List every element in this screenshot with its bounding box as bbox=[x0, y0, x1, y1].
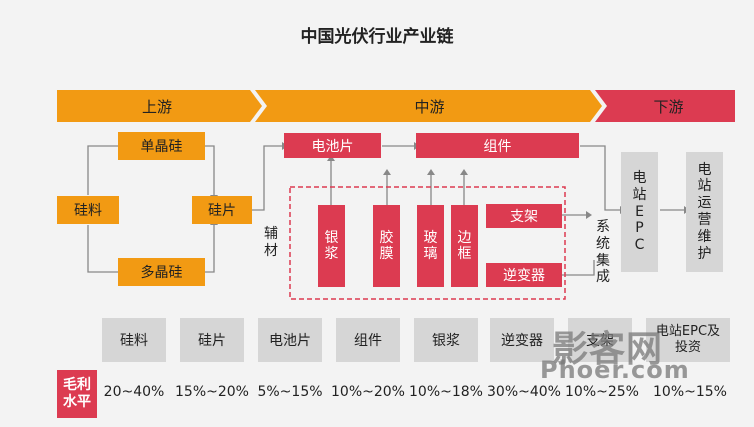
table-header-inverter: 逆变器 bbox=[490, 318, 554, 362]
box-plant-epc: 电站EPC bbox=[621, 152, 658, 272]
table-header-module: 组件 bbox=[336, 318, 400, 362]
margin-bracket: 10%~25% bbox=[565, 384, 639, 400]
box-glass: 玻璃 bbox=[417, 205, 444, 287]
watermark-bottom: Phoer.com bbox=[540, 356, 690, 384]
page-title: 中国光伏行业产业链 bbox=[300, 27, 454, 47]
label-auxiliary: 辅材 bbox=[264, 226, 278, 259]
connector-poly-wafer bbox=[205, 225, 215, 273]
upstream-chevron-shape bbox=[57, 90, 262, 122]
box-inverter: 逆变器 bbox=[486, 263, 562, 287]
arrowhead bbox=[586, 211, 592, 219]
stage-midstream-label: 中游 bbox=[414, 97, 445, 116]
connector-silicon-mono bbox=[87, 145, 118, 195]
downstream-chevron-shape bbox=[595, 90, 735, 122]
label-system-integration: 系统集成 bbox=[596, 219, 610, 286]
box-monocrystalline: 单晶硅 bbox=[118, 132, 205, 160]
margin-row-label: 毛利水平 bbox=[57, 370, 97, 418]
connector-mono-wafer bbox=[205, 145, 215, 195]
box-wafer: 硅片 bbox=[192, 196, 252, 224]
box-plant-om: 电站运营维护 bbox=[686, 152, 723, 272]
table-header-silicon: 硅料 bbox=[102, 318, 166, 362]
margin-module: 10%~20% bbox=[331, 384, 405, 400]
table-header-wafer: 硅片 bbox=[180, 318, 244, 362]
connector-silicon-poly bbox=[87, 225, 118, 273]
arrowhead bbox=[327, 155, 335, 161]
arrowhead bbox=[383, 169, 391, 175]
table-header-bracket: 支架 bbox=[568, 318, 632, 362]
table-header-cell: 电池片 bbox=[258, 318, 322, 362]
box-cell: 电池片 bbox=[284, 133, 381, 158]
arrowhead bbox=[427, 169, 435, 175]
margin-epc: 10%~15% bbox=[653, 384, 727, 400]
auxiliary-dashed-group bbox=[289, 186, 566, 300]
table-header-epc: 电站EPC及投资 bbox=[646, 318, 730, 362]
box-frame: 边框 bbox=[451, 205, 478, 287]
box-module: 组件 bbox=[416, 133, 579, 158]
stage-upstream-label: 上游 bbox=[141, 97, 172, 116]
table-header-silver: 银浆 bbox=[414, 318, 478, 362]
box-eva-film: 胶膜 bbox=[373, 205, 400, 287]
arrowhead bbox=[460, 169, 468, 175]
margin-cell: 5%~15% bbox=[257, 384, 323, 400]
box-silver-paste: 银浆 bbox=[318, 205, 345, 287]
box-polycrystalline: 多晶硅 bbox=[118, 258, 205, 286]
midstream-chevron-shape bbox=[255, 90, 602, 122]
connector-module-epc bbox=[580, 145, 620, 211]
margin-silicon: 20~40% bbox=[103, 384, 165, 400]
margin-wafer: 15%~20% bbox=[175, 384, 249, 400]
box-silicon-material: 硅料 bbox=[57, 196, 119, 224]
stage-downstream-label: 下游 bbox=[653, 97, 684, 116]
watermark-top: 影客网 bbox=[552, 329, 664, 370]
margin-inverter: 30%~40% bbox=[487, 384, 561, 400]
margin-silver: 10%~18% bbox=[409, 384, 483, 400]
connector-inverter-system bbox=[562, 260, 595, 276]
connector-wafer-cell bbox=[252, 145, 282, 211]
box-bracket: 支架 bbox=[486, 204, 562, 228]
